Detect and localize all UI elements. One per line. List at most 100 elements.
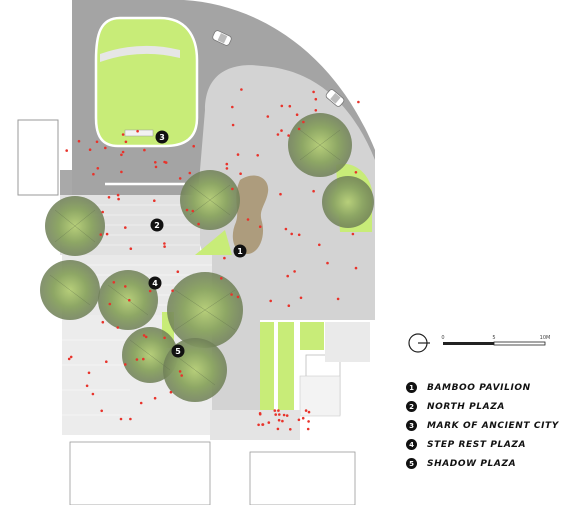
flower-dot [258,225,262,228]
flower-dot [273,409,277,412]
flower-dot [197,222,200,226]
flower-dot [171,289,174,293]
flower-dot [236,153,240,156]
legend-item-mark-of-ancient-city: 3 MARK OF ANCIENT CITY [406,416,559,435]
lawn-strip-2 [278,322,294,410]
flower-dot [124,285,127,288]
flower-dot [246,218,250,221]
building-east-2 [299,375,341,417]
flower-dot [188,171,192,175]
flower-dot [269,299,273,303]
flower-dot [99,233,103,236]
legend-badge: 4 [406,439,417,450]
flower-dot [178,177,182,180]
flower-dot [225,167,229,170]
scale-label-0: 0 [441,335,444,341]
flower-dot [92,172,95,176]
lawn-ancient-city [94,16,199,148]
tree-canopy-lines [49,129,341,386]
scale-label-10m: 10M [540,335,551,341]
flower-dot [91,392,95,396]
flower-dot [297,127,301,131]
legend-label: STEP REST PLAZA [427,439,527,450]
flower-dot [185,208,189,212]
flower-dot [129,247,133,250]
lawn-patch-pavilion [195,230,232,255]
flower-dot [128,298,131,302]
flower-dot [301,416,305,420]
flower-dot [297,418,301,422]
flower-dot [69,355,73,359]
legend-item-bamboo-pavilion: 1 BAMBOO PAVILION [406,378,559,397]
north-arrow-icon [408,333,430,353]
flower-dot [142,334,146,337]
flower-dot [163,245,166,248]
flower-dot [101,320,105,324]
building-block-left [17,119,59,196]
flower-dot [267,421,271,424]
flower-dot [220,277,223,280]
red-flowers [65,88,360,431]
flower-dot [287,134,290,137]
flower-dot [116,326,120,329]
flower-dot [191,209,195,213]
flower-dot [336,297,340,301]
flower-dot [124,226,127,229]
flower-dot [295,113,299,116]
flower-dot [176,270,180,274]
flower-dot [231,123,235,127]
legend-badge: 2 [406,401,417,412]
flower-dot [289,428,292,431]
bamboo-pavilion [232,175,269,255]
flower-dot [129,417,132,421]
flower-dot [154,165,158,169]
flower-dot [116,193,120,197]
flower-dot [278,413,281,416]
flower-dot [357,100,360,104]
flower-dot [108,302,112,306]
flower-dot [65,149,68,152]
legend-badge: 3 [406,420,417,431]
flower-dot [100,409,103,413]
flower-dot [258,412,262,416]
flower-dot [256,154,260,157]
lawn-arc-bench [100,45,180,62]
flower-dot [119,417,123,421]
flower-dot [104,146,107,150]
flower-dot [153,199,156,202]
south-block-right [249,451,356,505]
flower-dot [77,139,81,143]
flower-dot [306,427,310,431]
building-southeast [325,322,370,362]
flower-dot [282,413,286,417]
car-1 [212,30,232,46]
flower-dot [307,420,310,423]
flower-dot [231,187,234,191]
flower-dot [192,144,195,148]
trees [40,113,374,402]
flower-dot [154,161,157,164]
flower-dot [67,357,71,361]
flower-dot [287,304,291,308]
flower-dot [107,196,111,199]
south-edge-paving [210,410,300,440]
flower-dot [85,384,89,388]
south-block-left [69,441,211,505]
flower-dot [285,414,289,417]
flower-dot [124,140,128,144]
svg-text:1: 1 [237,247,243,256]
flower-dot [136,129,139,133]
flower-dot [240,88,243,91]
flower-dot [277,409,280,412]
flower-dot [230,293,233,296]
flower-dot [144,335,148,339]
car-2 [325,89,345,107]
flower-dot [101,210,104,214]
legend-badge: 1 [406,382,417,393]
flower-dot [318,243,321,247]
flower-dot [299,296,303,300]
legend-label: NORTH PLAZA [427,401,505,412]
flower-dot [307,410,311,414]
legend-badge: 5 [406,458,417,469]
